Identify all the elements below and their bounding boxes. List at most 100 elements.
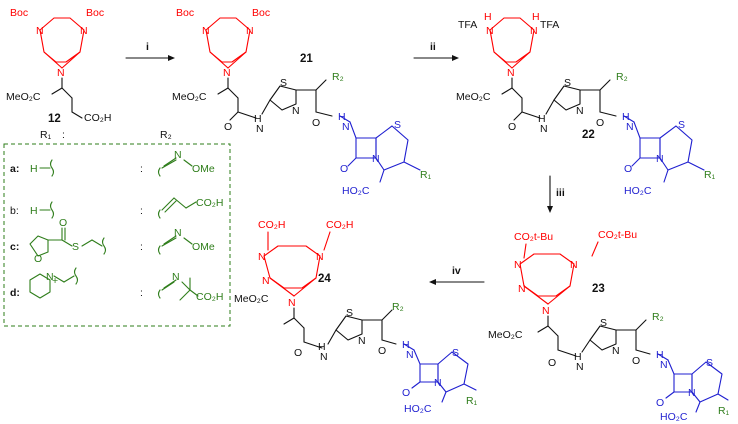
- colon: :: [62, 129, 65, 141]
- r2-label: R₂: [616, 71, 628, 83]
- arrow-step-iii: iii: [547, 175, 565, 213]
- n-label: N: [514, 259, 522, 271]
- pyridinium-ring-icon: [29, 273, 51, 299]
- s-label: S: [346, 307, 353, 319]
- n-label: N: [258, 251, 266, 263]
- r2-label: R₂: [652, 311, 664, 323]
- compound-number-24: 24: [318, 273, 331, 285]
- n-label: N: [174, 227, 182, 239]
- n-label: N: [223, 67, 231, 79]
- row-key: a:: [10, 163, 19, 175]
- n-label: N: [576, 105, 584, 117]
- o-label: O: [312, 117, 320, 129]
- n-label: N: [434, 377, 442, 389]
- o-label: O: [596, 117, 604, 129]
- co2tbu-label: CO₂t-Bu: [514, 231, 553, 243]
- r1-label: R₁: [466, 395, 478, 407]
- n-label: N: [246, 25, 254, 37]
- wavy-bond-icon: [101, 237, 107, 255]
- colon: :: [140, 287, 143, 299]
- h-label: H: [532, 11, 540, 23]
- n-label: N: [540, 123, 548, 135]
- n-label: N: [292, 105, 300, 117]
- arrow-step-i: i: [125, 41, 175, 61]
- s-label: S: [678, 119, 685, 131]
- wavy-bond-icon: [49, 159, 55, 177]
- n-label: N: [507, 67, 515, 79]
- n-label: N: [612, 345, 620, 357]
- h-label: H: [656, 349, 664, 361]
- co2h-label: CO₂H: [196, 197, 223, 209]
- h-label: H: [254, 113, 262, 125]
- boc-label: Boc: [86, 7, 104, 19]
- s-label: S: [72, 241, 79, 253]
- r1-label: R₁: [718, 405, 730, 417]
- n-label: N: [172, 271, 180, 283]
- step-label-ii: ii: [430, 41, 436, 53]
- wavy-bond-icon: [157, 289, 161, 299]
- wavy-bond-icon: [157, 245, 161, 255]
- compound-number-23: 23: [592, 283, 605, 295]
- n-label: N: [626, 121, 634, 133]
- co2h-label: CO₂H: [258, 219, 285, 231]
- compound-12: Boc Boc N N N MeO₂C CO₂H 12 :: [6, 7, 111, 141]
- o-label: O: [59, 217, 67, 229]
- n-label: N: [542, 305, 550, 317]
- h-label: H: [402, 339, 410, 351]
- r2-label: R₂: [392, 301, 404, 313]
- n-label: N: [656, 153, 664, 165]
- n-label: N: [316, 251, 324, 263]
- legend-border: [3, 143, 231, 327]
- meo2c-label: MeO₂C: [172, 91, 207, 103]
- legend-row-c: c: O O S : N OMe: [10, 217, 215, 265]
- n-label: N: [570, 259, 578, 271]
- co2tbu-label: CO₂t-Bu: [598, 229, 637, 241]
- o-label: O: [224, 121, 232, 133]
- tfa-label: TFA: [540, 19, 559, 31]
- ho2c-label: HO₂C: [660, 411, 688, 423]
- furan-ring-icon: [29, 235, 49, 257]
- h-label: H: [484, 11, 492, 23]
- compound-23: CO₂t-Bu CO₂t-Bu N N N N MeO₂C O H: [488, 229, 730, 423]
- co2h-label: CO₂H: [196, 291, 223, 303]
- n-label: N: [202, 25, 210, 37]
- r1-h-label: H: [30, 205, 38, 217]
- legend-header-r1: R₁: [40, 129, 52, 141]
- row-key: c:: [10, 241, 19, 253]
- row-key: b:: [10, 205, 19, 217]
- ome-label: OMe: [192, 241, 215, 253]
- r1-label: R₁: [704, 169, 716, 181]
- substituent-legend: R₁ R₂ a: H : N OMe b: H :: [3, 129, 231, 327]
- o-label: O: [402, 387, 410, 399]
- n-label: N: [256, 123, 264, 135]
- colon: :: [140, 241, 143, 253]
- co2h-label: CO₂H: [84, 112, 111, 124]
- n-label: N: [80, 25, 88, 37]
- compound-number-22: 22: [582, 129, 595, 141]
- ho2c-label: HO₂C: [342, 185, 370, 197]
- compound-24: CO₂H CO₂H N N N N MeO₂C O H N: [234, 219, 478, 415]
- ome-label: OMe: [192, 163, 215, 175]
- row-key: d:: [10, 287, 20, 299]
- colon: :: [140, 205, 143, 217]
- plus-label: +: [52, 275, 58, 287]
- n-label: N: [688, 387, 696, 399]
- ho2c-label: HO₂C: [624, 185, 652, 197]
- compound-number-12: 12: [48, 113, 61, 125]
- n-label: N: [320, 351, 328, 363]
- meo2c-label: MeO₂C: [488, 329, 523, 341]
- s-label: S: [394, 119, 401, 131]
- s-label: S: [564, 77, 571, 89]
- meo2c-label: MeO₂C: [234, 293, 269, 305]
- wavy-bond-icon: [157, 209, 161, 219]
- h-label: H: [538, 113, 546, 125]
- n-label: N: [486, 25, 494, 37]
- n-label: N: [358, 335, 366, 347]
- step-label-iv: iv: [452, 265, 461, 277]
- n-label: N: [518, 283, 526, 295]
- s-label: S: [706, 357, 713, 369]
- r1-h-label: H: [30, 163, 38, 175]
- o-label: O: [508, 121, 516, 133]
- colon: :: [140, 163, 143, 175]
